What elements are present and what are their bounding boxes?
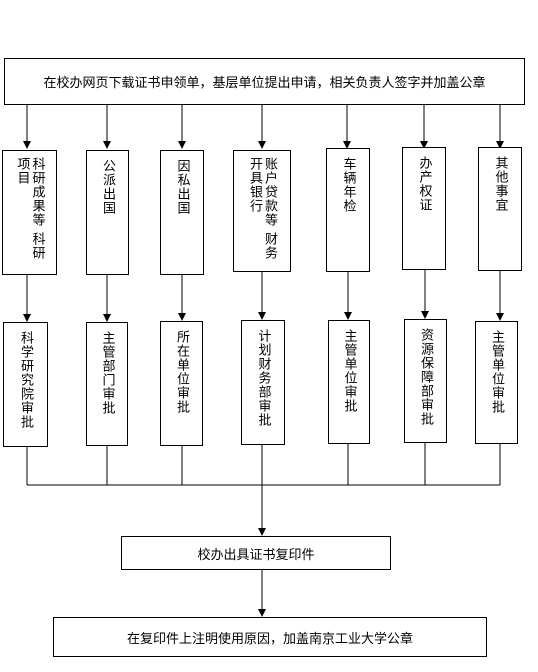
- category-label: 车辆年检: [340, 157, 356, 213]
- approval-box-resource-support: 资源保障部审批: [404, 319, 447, 443]
- category-box-property-certificate: 办产权证: [402, 147, 446, 270]
- approval-label: 科学研究院审批: [18, 331, 33, 429]
- approval-label: 所在单位审批: [174, 330, 189, 414]
- approval-label: 主管单位审批: [489, 330, 504, 414]
- approval-box-supervising-unit: 主管单位审批: [328, 320, 370, 444]
- approval-label: 计划财务部审批: [255, 329, 271, 427]
- category-box-vehicle-inspection: 车辆年检: [326, 148, 370, 272]
- top-step-text: 在校办网页下载证书申领单，基层单位提出申请，相关负责人签字并加盖公章: [43, 76, 486, 91]
- approval-box-finance-dept: 计划财务部审批: [241, 320, 285, 445]
- approval-box-supervising-unit-other: 主管单位审批: [475, 321, 518, 444]
- category-label: 科研成果等 科研项目: [14, 157, 45, 261]
- category-box-research: 科研成果等 科研项目: [2, 150, 57, 275]
- issue-step-box: 校办出具证书复印件: [121, 536, 391, 570]
- category-box-private-abroad: 因私出国: [160, 150, 204, 275]
- issue-step-text: 校办出具证书复印件: [197, 547, 315, 563]
- category-label: 办产权证: [416, 156, 432, 212]
- category-box-other: 其他事宜: [478, 147, 522, 271]
- category-label: 因私出国: [174, 159, 190, 215]
- approval-box-supervising-dept: 主管部门审批: [86, 322, 128, 446]
- approval-label: 资源保障部审批: [418, 328, 433, 426]
- category-label: 公派出国: [100, 159, 115, 215]
- approval-label: 主管单位审批: [341, 329, 357, 413]
- category-label: 其他事宜: [492, 156, 508, 212]
- approval-box-own-unit: 所在单位审批: [160, 321, 203, 446]
- category-box-public-abroad: 公派出国: [86, 150, 129, 275]
- final-step-box: 在复印件上注明使用原因，加盖南京工业大学公章: [53, 617, 487, 657]
- top-step-box: 在校办网页下载证书申领单，基层单位提出申请，相关负责人签字并加盖公章: [4, 58, 525, 105]
- final-step-text: 在复印件上注明使用原因，加盖南京工业大学公章: [126, 631, 413, 647]
- approval-label: 主管部门审批: [99, 331, 115, 415]
- category-label: 账户贷款等 财务开具银行: [247, 157, 277, 261]
- approval-box-research-institute: 科学研究院审批: [3, 322, 48, 447]
- category-box-bank-account: 账户贷款等 财务开具银行: [233, 150, 291, 272]
